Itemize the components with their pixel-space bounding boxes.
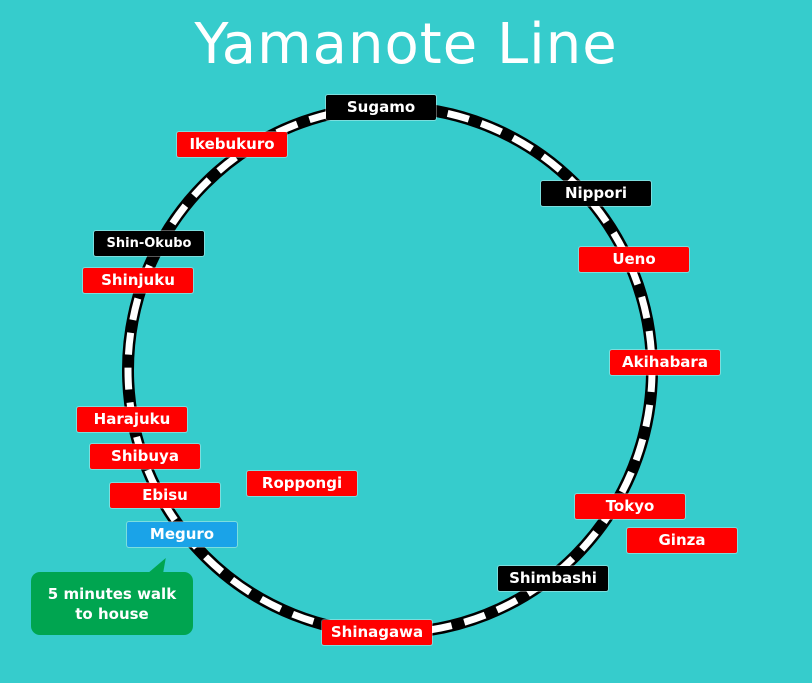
station-ueno[interactable]: Ueno <box>579 247 689 272</box>
station-shibuya[interactable]: Shibuya <box>90 444 200 469</box>
station-akihabara[interactable]: Akihabara <box>610 350 720 375</box>
station-shinagawa[interactable]: Shinagawa <box>322 620 432 645</box>
station-meguro[interactable]: Meguro <box>127 522 237 547</box>
callout-text: 5 minutes walk to house <box>47 584 177 623</box>
station-shinjuku[interactable]: Shinjuku <box>83 268 193 293</box>
station-tokyo[interactable]: Tokyo <box>575 494 685 519</box>
station-harajuku[interactable]: Harajuku <box>77 407 187 432</box>
station-roppongi[interactable]: Roppongi <box>247 471 357 496</box>
station-ginza[interactable]: Ginza <box>627 528 737 553</box>
map-title: Yamanote Line <box>194 12 618 77</box>
station-ikebukuro[interactable]: Ikebukuro <box>177 132 287 157</box>
station-ebisu[interactable]: Ebisu <box>110 483 220 508</box>
station-sugamo[interactable]: Sugamo <box>326 95 436 120</box>
station-shimbashi[interactable]: Shimbashi <box>498 566 608 591</box>
station-nippori[interactable]: Nippori <box>541 181 651 206</box>
walk-distance-callout: 5 minutes walk to house <box>31 572 193 635</box>
station-shin-okubo[interactable]: Shin-Okubo <box>94 231 204 256</box>
